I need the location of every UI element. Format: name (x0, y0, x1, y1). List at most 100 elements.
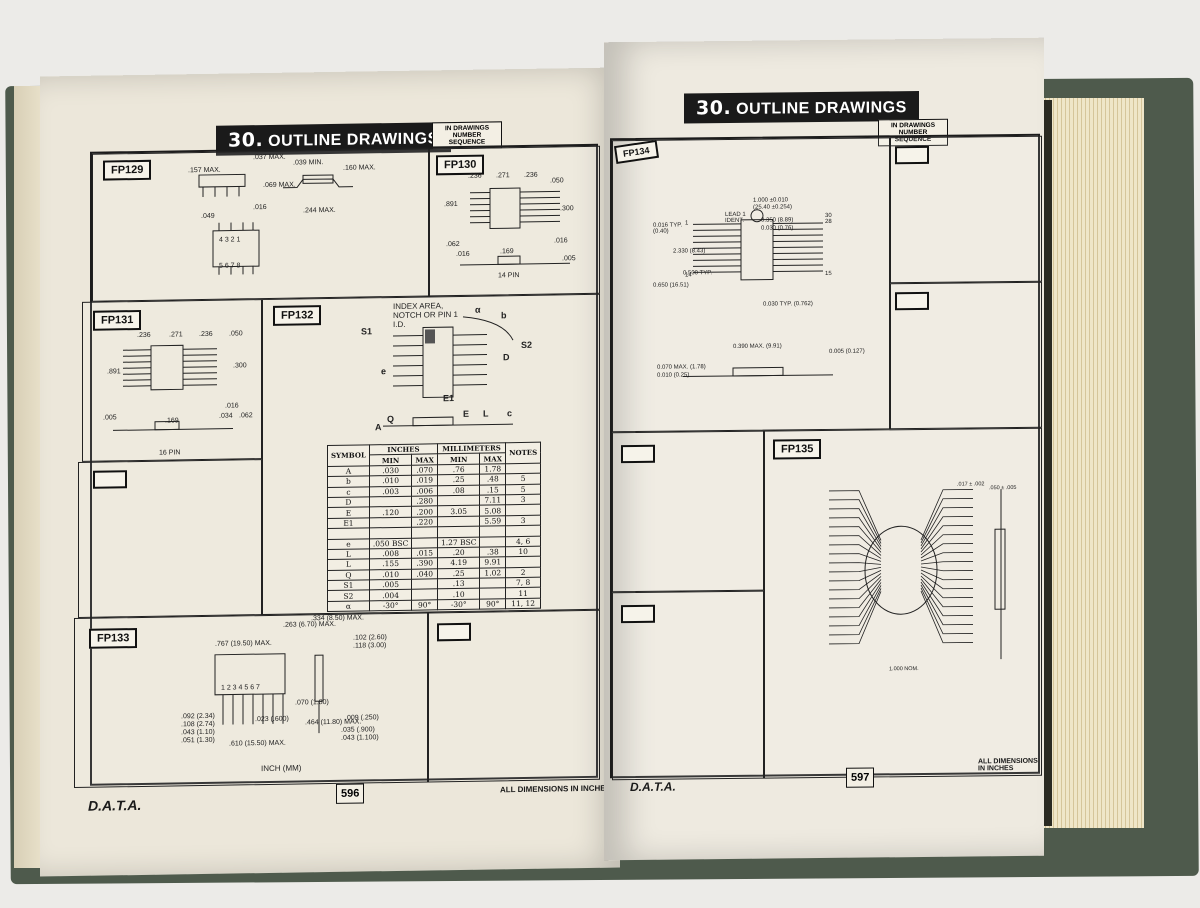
table-cell: .200 (411, 506, 438, 517)
table-cell: 4.19 (437, 557, 480, 569)
table-cell: .280 (411, 495, 438, 507)
fp130-dim: .016 (456, 250, 470, 259)
left-footer-brand: D.A.T.A. (88, 796, 142, 814)
empty-drawing-label (895, 145, 929, 165)
fp131-dim: .005 (103, 414, 117, 422)
table-cell: .25 (437, 567, 480, 579)
fp133-unit-note: INCH (MM) (261, 763, 302, 774)
fp131-dim: .271 (169, 331, 183, 339)
table-cell: .390 (411, 558, 438, 569)
fp134-dim: 0.390 MAX. (9.91) (733, 343, 782, 350)
drawing-cell-fp133: FP133 .767 (19.50) MAX. .263 (6.70) MAX.… (74, 612, 428, 789)
table-cell: .015 (411, 547, 438, 559)
table-subheader: MAX (479, 453, 506, 464)
table-cell: e (327, 538, 370, 550)
fp135-lead (920, 561, 973, 565)
drawing-cell-empty (612, 430, 764, 593)
right-section-title: OUTLINE DRAWINGS (736, 99, 907, 118)
table-cell (479, 588, 506, 600)
table-cell: .010 (369, 475, 412, 487)
fp130-dim: .005 (562, 255, 576, 263)
fp134-dim: 0.350 (8.89) (761, 217, 794, 224)
fp132-dim: E (463, 408, 470, 419)
empty-drawing-label (895, 291, 929, 311)
fp135-lead (829, 591, 882, 645)
fp130-dim: .236 (468, 172, 482, 180)
table-cell: A (327, 465, 370, 477)
fp135-lead (920, 525, 973, 553)
fp129-dim: .037 MAX. (253, 153, 286, 162)
empty-drawing-label (93, 470, 127, 489)
fp135-lead (829, 535, 882, 556)
table-cell: 7.11 (479, 494, 506, 506)
fp129-drawing (198, 173, 353, 275)
table-cell: E (327, 507, 370, 519)
fp133-dim: .263 (6.70) MAX. (283, 620, 336, 629)
fp134-dim: LEAD 1 IDENT. (725, 211, 746, 225)
table-cell: 5 (505, 473, 541, 485)
fp135-lead (920, 584, 973, 626)
table-cell: .10 (437, 588, 480, 600)
fp134-dim: 0.070 MAX. (1.78) (657, 364, 706, 371)
table-cell (437, 495, 480, 507)
table-cell: 5.59 (479, 515, 506, 527)
fp132-drawing (383, 316, 514, 427)
fp135-lead (829, 499, 882, 544)
fp132-dim: D (503, 352, 510, 363)
drawing-label-fp133: FP133 (89, 628, 138, 649)
table-cell (437, 526, 480, 538)
fp133-dim: .334 (8.50) MAX. (311, 614, 364, 623)
table-cell: 90° (479, 598, 506, 610)
fp130-dim: .891 (444, 200, 458, 209)
fp130-dim: .169 (500, 248, 514, 256)
table-row: α-30°90°-30°90°11, 12 (327, 598, 541, 612)
fp134-dim: 1.000 ±0.010 (753, 197, 788, 204)
table-cell (411, 578, 438, 590)
fp130-dim: .016 (554, 237, 568, 245)
table-cell: .008 (369, 548, 412, 560)
fp135-lead (920, 581, 973, 617)
fp132-dim: α (475, 304, 481, 315)
drawing-cell-fp130: FP130 .236 .271 .236 .050 .891 .300 .016… (429, 145, 600, 297)
table-cell (327, 528, 370, 540)
fp135-lead (920, 552, 973, 562)
fp131-dim: .236 (137, 331, 151, 340)
table-cell: 3 (505, 514, 541, 526)
drawing-label-fp132: FP132 (273, 305, 322, 326)
drawing-cell-empty (890, 281, 1042, 430)
table-cell: .155 (369, 558, 412, 570)
table-cell: b (327, 476, 370, 488)
fp135-lead (829, 508, 882, 547)
fp133-dim: .051 (1.30) (181, 736, 215, 745)
left-drawing-grid: FP129 .037 MAX. .039 MIN. .160 MAX. .157… (74, 143, 600, 789)
table-cell: 11, 12 (505, 598, 541, 609)
fp129-dim: .039 MIN. (293, 159, 324, 167)
table-cell: S1 (327, 579, 370, 592)
drawing-cell-fp131: FP131 .236 .271 .236 .050 .891 .300 .016… (82, 299, 262, 462)
fp132-dim: c (507, 408, 513, 419)
drawing-label-fp131: FP131 (93, 309, 142, 331)
table-header: MILLIMETERS (437, 442, 506, 455)
drawing-cell-empty (78, 459, 262, 618)
fp133-dim: .092 (2.34) (181, 712, 215, 721)
fp134-drawing (683, 209, 833, 377)
fp135-lead (829, 579, 882, 609)
fp133-dim: .043 (1.10) (181, 728, 215, 737)
left-footer-note: ALL DIMENSIONS IN INCHES (500, 783, 611, 795)
left-page-number: 596 (336, 783, 365, 804)
fp135-lead (920, 507, 973, 547)
empty-drawing-label (621, 444, 655, 464)
fp135-dim: 1.000 NOM. (889, 666, 919, 673)
fp135-lead (920, 590, 973, 644)
table-cell: 11 (505, 587, 541, 599)
table-cell: .20 (437, 547, 480, 559)
fp132-dim: E1 (443, 393, 455, 404)
fp134-pin: 28 (825, 218, 832, 225)
table-cell: c (327, 486, 370, 498)
fp133-pin-numbers: 1 2 3 4 5 6 7 (221, 684, 260, 692)
table-cell: 90° (411, 599, 438, 611)
fp132-dim: b (501, 310, 507, 321)
table-cell: S2 (327, 590, 370, 602)
table-subheader: MAX (411, 454, 438, 465)
fp135-lead (829, 517, 882, 550)
